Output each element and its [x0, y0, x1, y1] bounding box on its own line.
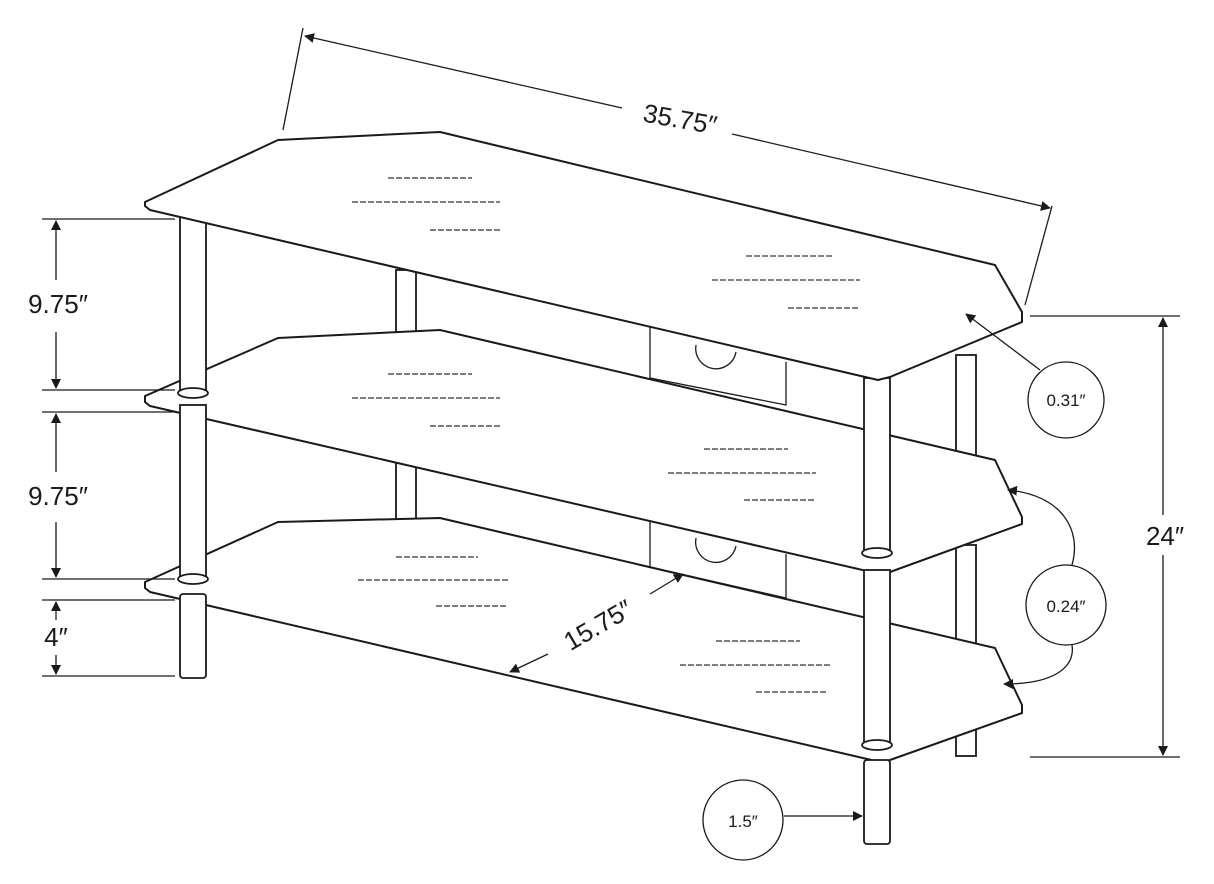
height-label: 24″	[1146, 521, 1184, 551]
top-glass-thickness-callout: 0.31″	[965, 313, 1105, 439]
leg-diameter-label: 1.5″	[728, 812, 758, 831]
front-left-leg-upper	[179, 214, 207, 394]
front-left-leg-middle	[179, 404, 207, 578]
shelf-glass-thickness-callout: 0.24″	[1003, 485, 1107, 689]
front-right-foot	[863, 759, 891, 845]
front-legs	[177, 214, 893, 845]
width-label: 35.75″	[641, 98, 719, 140]
leg-height-label: 4″	[44, 622, 68, 652]
front-right-leg-upper	[863, 377, 891, 554]
top-shelf	[144, 131, 1023, 381]
leg-diameter-callout: 1.5″	[702, 779, 863, 861]
shelf-glass-thickness-label: 0.24″	[1046, 597, 1085, 616]
height-dimension: 24″	[1030, 315, 1184, 758]
front-right-leg-middle	[863, 569, 891, 744]
upper-shelf-gap-label: 9.75″	[28, 289, 88, 319]
shelf-spacing-dimensions: 9.75″ 9.75″ 4″	[28, 218, 175, 677]
lower-shelf-gap-label: 9.75″	[28, 481, 88, 511]
back-panel	[649, 325, 787, 599]
front-left-foot	[179, 593, 207, 679]
top-glass-thickness-label: 0.31″	[1046, 391, 1085, 410]
